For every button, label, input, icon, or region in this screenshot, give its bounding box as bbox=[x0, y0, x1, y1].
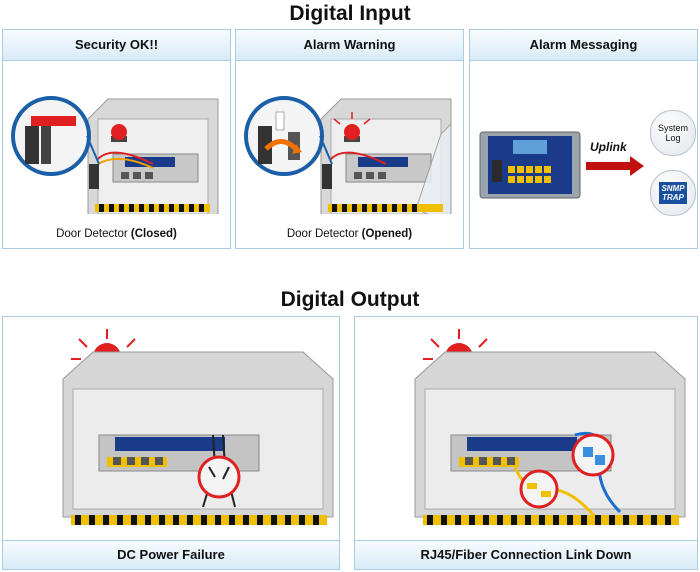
dc-power-failure-title: DC Power Failure bbox=[3, 540, 339, 569]
door-opened-illustration bbox=[244, 96, 452, 214]
system-log-label: System Log bbox=[657, 123, 688, 143]
security-ok-panel: Security OK!! Door Detector (Closed) bbox=[2, 29, 231, 249]
snmp-trap-label: SNMP TRAP bbox=[659, 182, 687, 204]
link-down-title: RJ45/Fiber Connection Link Down bbox=[355, 540, 697, 569]
digital-output-heading: Digital Output bbox=[280, 288, 420, 311]
security-ok-caption: Door Detector (Closed) bbox=[56, 228, 177, 240]
switch-device-icon bbox=[479, 131, 581, 199]
digital-input-heading: Digital Input bbox=[289, 2, 411, 25]
alarm-warning-caption: Door Detector (Opened) bbox=[286, 228, 413, 240]
alarm-warning-title: Alarm Warning bbox=[236, 30, 463, 61]
dc-power-failure-panel: DC Power Failure bbox=[2, 316, 340, 570]
alarm-warning-panel: Alarm Warning Door Detector (Opened) bbox=[235, 29, 464, 249]
security-ok-title: Security OK!! bbox=[3, 30, 230, 61]
snmp-trap-icon: SNMP TRAP bbox=[650, 170, 696, 216]
uplink-arrow-icon bbox=[586, 156, 644, 176]
alarm-messaging-title: Alarm Messaging bbox=[470, 30, 697, 61]
alarm-messaging-panel: Alarm Messaging Uplink System Log SNMP T… bbox=[469, 29, 698, 249]
link-down-panel: RJ45/Fiber Connection Link Down bbox=[354, 316, 698, 570]
system-log-icon: System Log bbox=[650, 110, 696, 156]
door-closed-illustration bbox=[11, 96, 219, 214]
uplink-label: Uplink bbox=[590, 140, 627, 154]
link-down-illustration bbox=[414, 329, 686, 525]
dc-power-failure-illustration bbox=[62, 329, 334, 525]
